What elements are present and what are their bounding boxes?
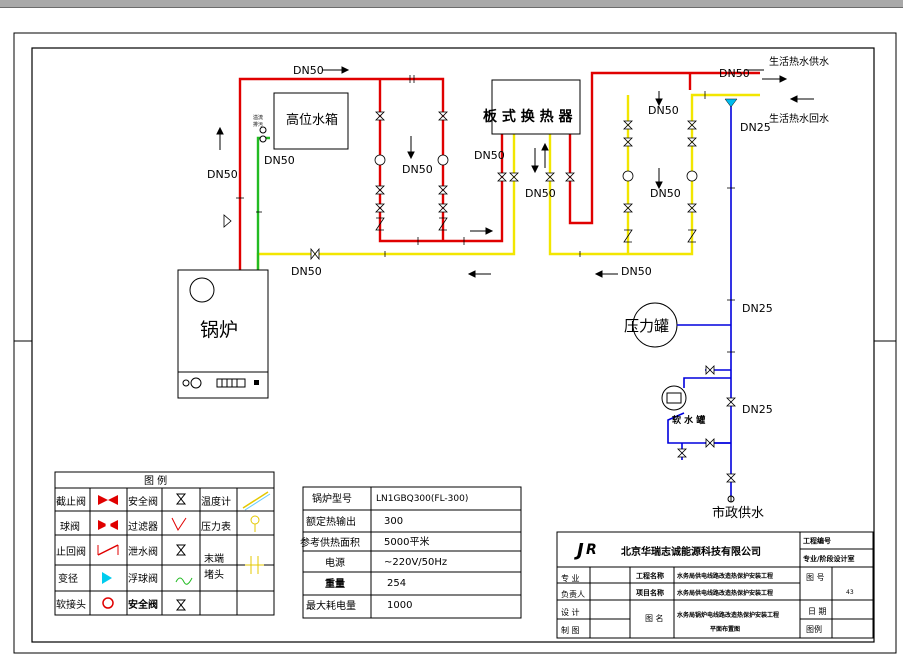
svg-text:温度计: 温度计 [201,495,231,508]
thermometer-icon [242,491,269,509]
hot-supply-label: 生活热水供水 [769,55,829,68]
valves [310,111,736,483]
cold-pipes [667,103,732,496]
svg-text:负责人: 负责人 [561,589,585,599]
svg-text:额定热输出: 额定热输出 [306,515,356,528]
svg-text:平面布置图: 平面布置图 [710,625,740,633]
svg-text:DN50: DN50 [648,104,679,117]
svg-text:末端: 末端 [204,552,224,565]
legend-table: 图 例 截止阀 球阀 止回阀 变径 软接头 安全阀 过滤器 泄水阀 浮球阀 安全… [54,471,275,616]
check-valve-icon [97,544,119,556]
svg-text:DN50: DN50 [264,154,295,167]
svg-text:锅炉型号: 锅炉型号 [312,492,352,505]
svg-text:工程名称: 工程名称 [636,571,664,580]
svg-text:~220V/50Hz: ~220V/50Hz [384,557,447,568]
svg-text:43: 43 [846,589,854,596]
window-top-bar [0,0,903,8]
svg-text:图例: 图例 [806,624,822,634]
svg-text:水务局供电线路改造热保护安装工程: 水务局供电线路改造热保护安装工程 [677,589,773,597]
svg-text:图 名: 图 名 [645,613,664,623]
svg-text:DN25: DN25 [742,403,773,416]
svg-text:泄水阀: 泄水阀 [128,545,158,558]
svg-text:电源: 电源 [325,556,345,569]
company-logo: J [574,540,584,561]
svg-text:DN50: DN50 [291,265,322,278]
svg-text:安全阀: 安全阀 [128,495,158,508]
svg-text:项目名称: 项目名称 [636,588,664,597]
svg-text:堵头: 堵头 [204,568,224,581]
svg-text:DN25: DN25 [742,302,773,315]
svg-text:5000平米: 5000平米 [384,535,429,548]
pressure-tank-label: 压力罐 [624,317,669,335]
joints [236,75,735,353]
svg-text:254: 254 [387,578,406,589]
svg-text:日 期: 日 期 [808,607,827,616]
svg-text:LN1GBQ300(FL-300): LN1GBQ300(FL-300) [376,494,468,504]
svg-text:参考供热面积: 参考供热面积 [300,536,360,549]
svg-text:截止阀: 截止阀 [56,495,86,508]
svg-text:重量: 重量 [325,577,345,590]
safety-valve-icon [175,493,187,505]
city-water-label: 市政供水 [712,505,764,521]
boiler-gauge [189,277,215,303]
globe-valve-icon [98,495,118,505]
filters [375,217,697,243]
inner-frame [31,47,875,643]
svg-text:工程编号: 工程编号 [803,536,831,545]
plate-heat-exchanger [491,79,581,135]
svg-text:图 号: 图 号 [806,573,825,582]
filter-icon [171,517,187,531]
pipe-size-labels: DN50 DN50 DN50 DN50 DN50 DN50 DN50 DN50 … [207,64,773,416]
reducer [724,98,738,108]
boiler-label: 锅炉 [200,319,238,341]
svg-text:水务局锅炉电线路改造热保护安装工程: 水务局锅炉电线路改造热保护安装工程 [677,611,779,619]
drawing-canvas: 锅炉 高位水箱 溢流 排污 板 式 换 热 器 压力罐 软 水 罐 市政供水 生… [13,32,897,654]
svg-text:DN50: DN50 [402,163,433,176]
company-name: 北京华瑞志诚能源科技有限公司 [621,545,761,558]
svg-text:DN50: DN50 [719,67,750,80]
svg-text:设 计: 设 计 [561,607,580,617]
svg-text:DN50: DN50 [525,187,556,200]
svg-text:软接头: 软接头 [56,598,86,611]
tank-overflow-label: 溢流 [253,114,263,121]
hot-return-label: 生活热水回水 [769,112,829,125]
outer-frame [13,32,897,654]
float-valve-icon [175,577,193,585]
svg-text:1000: 1000 [387,600,412,611]
svg-text:压力表: 压力表 [201,520,231,533]
svg-text:浮球阀: 浮球阀 [128,572,158,585]
safety-valve-2-icon [175,599,187,611]
svg-text:DN50: DN50 [293,64,324,77]
flex-joint-icon [102,597,114,609]
spec-table: 锅炉型号 LN1GBQ300(FL-300) 额定热输出 300 参考供热面积 … [300,486,522,619]
svg-text:DN50: DN50 [650,187,681,200]
reducer-icon [102,572,112,584]
softening-tank-label: 软 水 罐 [672,414,705,426]
svg-text:水务局供电线路改造热保护安装工程: 水务局供电线路改造热保护安装工程 [677,572,773,580]
svg-text:止回阀: 止回阀 [56,545,86,558]
svg-text:DN50: DN50 [207,168,238,181]
svg-text:专业/阶段设计室: 专业/阶段设计室 [803,554,855,563]
high-water-tank [273,92,349,150]
svg-text:专 业: 专 业 [561,573,580,583]
svg-text:300: 300 [384,516,403,527]
svg-text:R: R [586,542,597,558]
pumps [374,154,698,182]
flow-arrows [216,66,814,278]
svg-text:最大耗电量: 最大耗电量 [306,599,356,612]
legend-title: 图 例 [144,474,167,487]
svg-text:DN25: DN25 [740,121,771,134]
svg-text:制 图: 制 图 [561,625,580,635]
title-block: J R 北京华瑞志诚能源科技有限公司 工程编号 专业/阶段设计室 图 号 43 … [556,531,874,639]
svg-text:安全阀: 安全阀 [128,598,158,611]
svg-text:排污: 排污 [253,121,263,128]
svg-text:变径: 变径 [58,572,78,585]
svg-text:球阀: 球阀 [60,520,80,533]
svg-text:DN50: DN50 [474,149,505,162]
high-tank-label: 高位水箱 [286,112,338,128]
heat-exchanger-label: 板 式 换 热 器 [483,108,573,125]
svg-text:过滤器: 过滤器 [128,520,158,533]
svg-text:DN50: DN50 [621,265,652,278]
drain-valve-icon [175,544,187,556]
